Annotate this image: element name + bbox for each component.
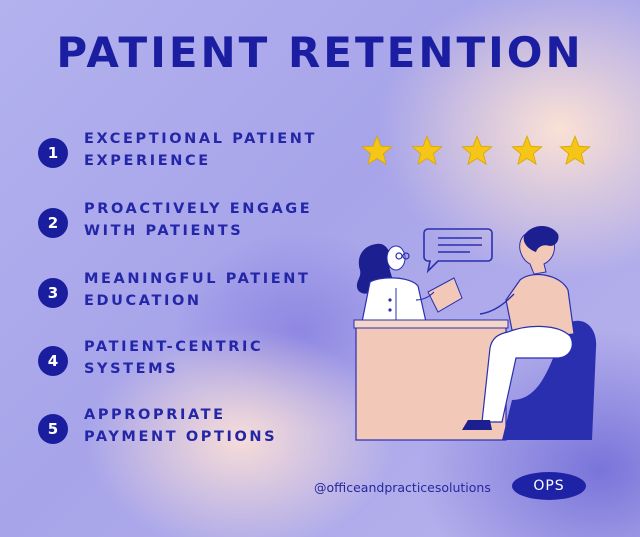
number-badge: 5 <box>38 414 68 444</box>
doctor-figure <box>356 243 463 323</box>
number-badge: 4 <box>38 346 68 376</box>
number-badge: 3 <box>38 278 68 308</box>
list-item-label: APPROPRIATE PAYMENT OPTIONS <box>84 407 278 445</box>
social-handle: @officeandpracticesolutions <box>314 480 491 495</box>
list-item-label: MEANINGFUL PATIENT EDUCATION <box>84 271 311 309</box>
doctor-patient-illustration <box>353 225 597 441</box>
star-icon <box>559 134 591 166</box>
star-icon <box>511 134 543 166</box>
number-badge: 2 <box>38 208 68 238</box>
page-title: PATIENT RETENTION <box>56 28 584 77</box>
star-icon <box>361 134 393 166</box>
chair <box>502 320 597 440</box>
list-item-label: PATIENT-CENTRIC SYSTEMS <box>84 339 264 377</box>
number-badge: 1 <box>38 138 68 168</box>
star-icon <box>411 134 443 166</box>
ops-logo: OPS <box>512 472 586 500</box>
list-item-label: EXCEPTIONAL PATIENT EXPERIENCE <box>84 131 318 169</box>
speech-bubble-icon <box>423 228 493 274</box>
star-icon <box>461 134 493 166</box>
list-item-label: PROACTIVELY ENGAGE WITH PATIENTS <box>84 201 313 239</box>
patient-figure <box>462 225 575 430</box>
